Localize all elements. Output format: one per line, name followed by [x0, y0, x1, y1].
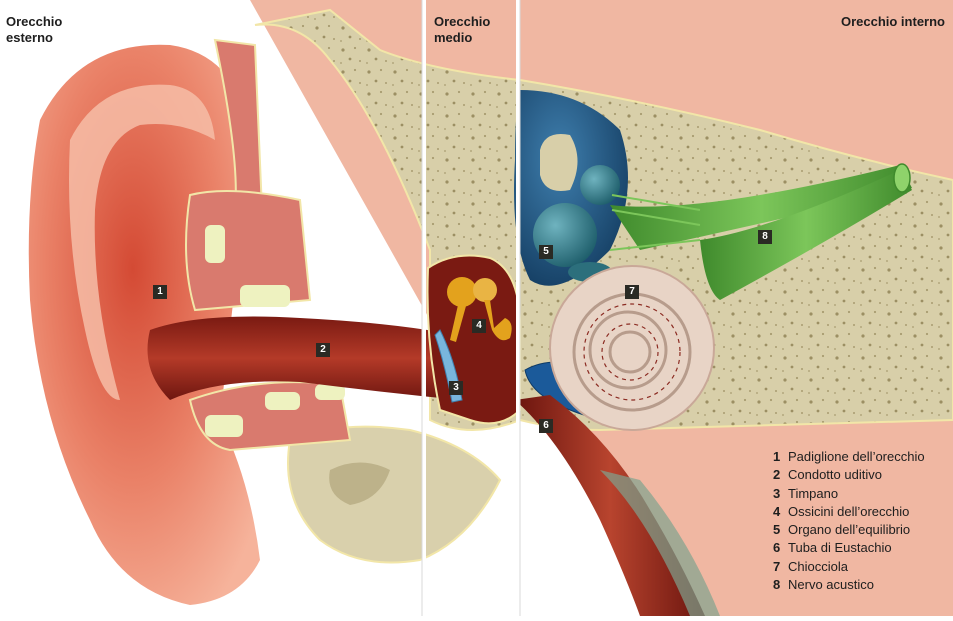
legend-number: 1	[773, 449, 781, 464]
marker-3: 3	[449, 381, 463, 395]
marker-6: 6	[539, 419, 553, 433]
section-title-inner-ear: Orecchio interno	[841, 14, 945, 30]
legend-label: Padiglione dell’orecchio	[788, 449, 925, 464]
legend-item: 5 Organo dell’equilibrio	[773, 521, 925, 539]
legend-item: 3 Timpano	[773, 485, 925, 503]
legend-label: Organo dell’equilibrio	[788, 522, 911, 538]
marker-7: 7	[625, 285, 639, 299]
legend-number: 3	[773, 485, 781, 501]
marker-1: 1	[153, 285, 167, 299]
legend-item: 6 Tuba di Eustachio	[773, 539, 925, 557]
section-title-outer-ear: Orecchio esterno	[6, 14, 62, 46]
legend-label: Condotto uditivo	[788, 467, 882, 483]
section-title-middle-ear-text: Orecchio medio	[434, 14, 491, 45]
legend-number: 5	[773, 522, 781, 538]
legend-label: Nervo acustico	[788, 577, 874, 593]
legend-item: 1 Padiglione dell’orecchio	[773, 448, 925, 466]
marker-8: 8	[758, 230, 772, 244]
legend-label: Tuba di Eustachio	[788, 540, 892, 556]
legend-label: Ossicini dell’orecchio	[788, 503, 910, 519]
legend-item: 8 Nervo acustico	[773, 576, 925, 594]
legend: 1 Padiglione dell’orecchio 2 Condotto udit…	[773, 448, 925, 594]
legend-number: 7	[773, 558, 781, 574]
legend-number: 2	[773, 467, 781, 483]
section-title-inner-ear-text: Orecchio interno	[840, 14, 945, 29]
marker-4: 4	[472, 319, 486, 333]
section-title-outer-ear-text: Orecchio esterno	[6, 14, 63, 45]
legend-number: 8	[773, 577, 781, 593]
section-title-middle-ear: Orecchio medio	[434, 14, 490, 46]
legend-number: 4	[773, 503, 781, 519]
marker-5: 5	[539, 245, 553, 259]
legend-item: 7 Chiocciola	[773, 558, 925, 576]
legend-label: Chiocciola	[788, 558, 848, 574]
legend-item: 2 Condotto uditivo	[773, 466, 925, 484]
legend-item: 4 Ossicini dell’orecchio	[773, 503, 925, 521]
legend-number: 6	[773, 540, 781, 556]
marker-2: 2	[316, 343, 330, 357]
legend-label: Timpano	[788, 485, 839, 501]
